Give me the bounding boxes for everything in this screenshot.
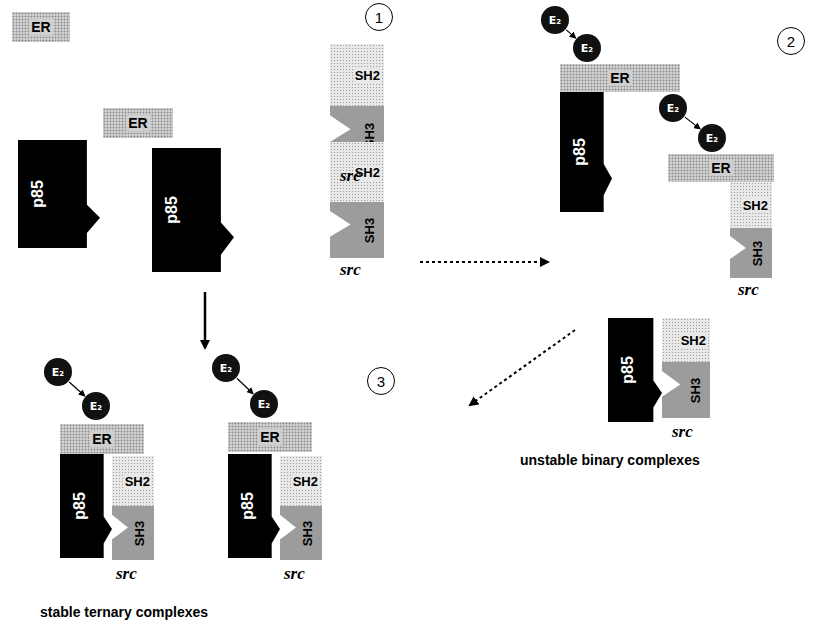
step-number: 3: [367, 367, 395, 395]
estradiol-circle: E₂: [82, 392, 110, 420]
sh2-domain: SH2: [662, 318, 710, 362]
node-label: SH3: [688, 377, 703, 402]
p85-subunit: p85: [228, 454, 280, 558]
node-label: E₂: [258, 398, 270, 411]
er-domain: ER: [228, 422, 312, 452]
node-label: SH2: [124, 474, 151, 489]
step-number: 1: [365, 3, 393, 31]
estradiol-circle: E₂: [250, 390, 278, 418]
binding-arrow: [69, 382, 85, 396]
sh2-domain: SH2: [730, 182, 772, 228]
node-label: ER: [709, 160, 732, 176]
protein-name: src: [738, 280, 759, 300]
node-label: 1: [375, 9, 383, 26]
node-label: E₂: [667, 102, 679, 115]
node-label: SH3: [132, 520, 147, 545]
p85-subunit: p85: [60, 454, 112, 558]
sh2-domain: SH2: [330, 44, 384, 106]
p85-subunit: p85: [560, 92, 612, 212]
sh2-domain: SH2: [112, 456, 154, 506]
protein-name: src: [672, 422, 693, 442]
node-label: ER: [29, 19, 52, 35]
sh3-domain: SH3: [112, 506, 154, 560]
node-label: E₂: [52, 366, 64, 379]
er-domain: ER: [103, 108, 173, 138]
protein-name: src: [340, 260, 361, 280]
estradiol-circle: E₂: [573, 34, 601, 62]
node-label: p85: [29, 180, 47, 208]
node-label: p85: [71, 492, 89, 520]
sh3-domain: SH3: [730, 228, 772, 278]
node-label: E₂: [90, 400, 102, 413]
transition-arrow: [470, 330, 575, 405]
node-label: ER: [608, 70, 631, 86]
estradiol-circle: E₂: [659, 94, 687, 122]
node-label: E₂: [220, 362, 232, 375]
binding-arrow: [566, 30, 575, 38]
node-label: SH2: [354, 68, 381, 83]
node-label: E₂: [549, 14, 561, 27]
node-label: p85: [163, 196, 181, 224]
node-label: ER: [126, 115, 149, 131]
node-label: 2: [787, 33, 795, 50]
estradiol-circle: E₂: [698, 124, 726, 152]
node-label: SH3: [750, 240, 765, 265]
node-label: ER: [90, 431, 113, 447]
protein-name: src: [116, 564, 137, 584]
binding-arrow: [237, 378, 253, 393]
node-label: E₂: [706, 132, 718, 145]
er-domain: ER: [12, 12, 70, 42]
transition-arrow: [204, 292, 207, 348]
node-label: SH2: [292, 474, 319, 489]
node-label: SH2: [742, 198, 769, 213]
er-domain: ER: [668, 154, 774, 182]
node-label: E₂: [581, 42, 593, 55]
node-label: p85: [571, 138, 589, 166]
estradiol-circle: E₂: [212, 354, 240, 382]
node-label: ER: [258, 429, 281, 445]
step-number: 2: [777, 27, 805, 55]
node-label: p85: [239, 492, 257, 520]
transition-arrow: [420, 261, 548, 263]
panel-caption: stable ternary complexes: [40, 604, 208, 620]
estradiol-circle: E₂: [44, 358, 72, 386]
sh3-domain: SH3: [330, 202, 384, 258]
p85-subunit: p85: [18, 140, 100, 248]
node-label: p85: [619, 356, 637, 384]
binding-arrow: [685, 117, 700, 129]
er-domain: ER: [60, 424, 144, 454]
sh2-domain: SH2: [280, 456, 322, 506]
p85-subunit: p85: [608, 318, 662, 422]
node-label: SH3: [362, 217, 377, 242]
estradiol-circle: E₂: [541, 6, 569, 34]
p85-subunit: p85: [152, 148, 234, 272]
er-domain: ER: [560, 64, 680, 92]
protein-name: src: [284, 564, 305, 584]
protein-name: src: [340, 166, 361, 186]
sh3-domain: SH3: [662, 362, 710, 418]
panel-caption: unstable binary complexes: [520, 452, 700, 468]
node-label: SH3: [300, 520, 315, 545]
node-label: 3: [377, 373, 385, 390]
node-label: SH2: [680, 333, 707, 348]
sh3-domain: SH3: [280, 506, 322, 560]
